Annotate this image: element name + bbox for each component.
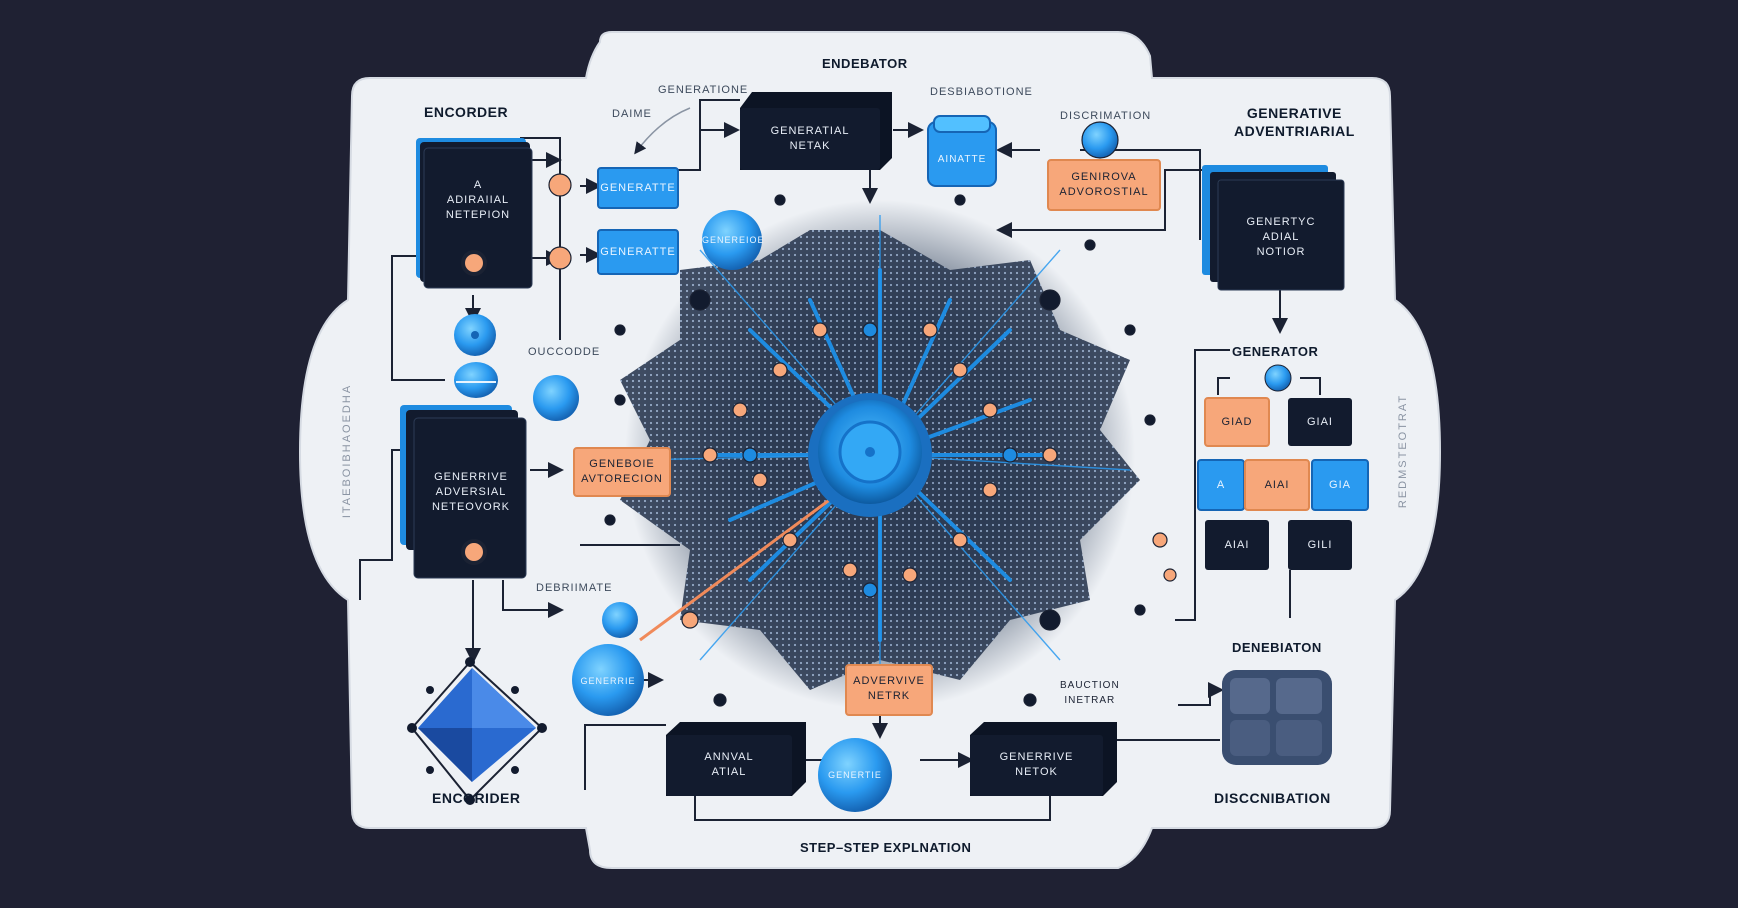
chip-2-text: GENERATTE — [600, 246, 676, 258]
grid-label-4: AIAI — [1264, 479, 1290, 491]
sphere-top-text: GENEREIOE — [702, 235, 765, 245]
right-box-line-3: NOTIOR — [1256, 246, 1306, 258]
right-title: GENERATIVE ADVENTRIARIAL — [1234, 104, 1355, 140]
diamond-graph — [407, 657, 547, 805]
sphere-bottom-text: GENERTIE — [828, 770, 882, 780]
bottom-left-box-line-1: ANNVAL — [704, 751, 754, 763]
encoder-top-label: ENCORDER — [424, 104, 509, 120]
generative-box-line-2: ADVERSIAL — [435, 486, 507, 498]
neural-burst — [620, 200, 1140, 710]
generative-box-line-1: GENERRIVE — [434, 471, 508, 483]
orange-left-line-1: GENEBOIE — [589, 458, 655, 470]
sphere-left-text: GENERRIE — [580, 676, 636, 686]
top-box-line-2: NETAK — [789, 140, 831, 152]
grid-label-7: GILI — [1307, 539, 1333, 551]
nodes — [548, 121, 1177, 707]
orange-top-line-2: ADVOROSTIAL — [1059, 186, 1149, 198]
top-title: ENDEBATOR — [822, 56, 908, 71]
bottom-title: STEP–STEP EXPLNATION — [800, 840, 972, 855]
generative-stack — [400, 405, 527, 579]
generator-label: GENERATOR — [1232, 344, 1319, 359]
connector-lines — [359, 99, 1321, 821]
top-box-text: GENERATIAL NETAK — [740, 124, 880, 154]
right-box-line-2: ADIAL — [1262, 231, 1300, 243]
encoder-stack-top — [416, 138, 533, 289]
orange-bottom-text: ADVERVIVE NETRK — [846, 674, 932, 704]
orange-left-line-2: AVTORECION — [581, 473, 663, 485]
bottom-right-box-line-2: NETOK — [1015, 766, 1058, 778]
note-discrimation: DISCRIMATION — [1060, 110, 1152, 122]
note-generative: GENERATIONE — [658, 84, 749, 96]
cube-stack — [1222, 670, 1332, 765]
orange-left-text: GENEBOIE AVTORECION — [574, 457, 670, 487]
encoder-box-line-2: ADIRAIIAL — [446, 194, 510, 206]
right-grid — [1197, 364, 1369, 570]
orange-top-line-1: GENIROVA — [1071, 171, 1137, 183]
note-ouccodde: OUCCODDE — [528, 346, 601, 358]
orange-top-text: GENIROVA ADVOROSTIAL — [1048, 170, 1160, 200]
left-spheres — [454, 210, 892, 812]
orange-bottom-line-1: ADVERVIVE — [853, 675, 925, 687]
note-bauction-line-1: BAUCTION — [1060, 680, 1120, 691]
encoder-box-line-1: A — [473, 179, 483, 191]
bottom-left-box-text: ANNVAL ATIAL — [666, 750, 792, 780]
note-desbiration: DESBIABOTIONE — [930, 86, 1033, 98]
grid-label-3: A — [1216, 479, 1226, 491]
grid-label-6: AIAI — [1224, 539, 1250, 551]
discrimination-label: DISCCNIBATION — [1214, 790, 1331, 806]
top-cube — [927, 115, 997, 187]
chip-1-text: GENERATTE — [600, 182, 676, 194]
generative-box-line-3: NETEOVORK — [431, 501, 511, 513]
grid-label-2: GIAI — [1306, 416, 1333, 428]
right-stack — [1202, 165, 1345, 291]
top-cube-text: AINATTE — [937, 154, 987, 165]
bottom-right-box-text: GENERRIVE NETOK — [970, 750, 1103, 780]
denebiaton-label: DENEBIATON — [1232, 640, 1322, 655]
encoder-box-line-3: NETEPION — [445, 209, 511, 221]
bottom-left-box-line-2: ATIAL — [711, 766, 747, 778]
grid-label-1: GIAD — [1221, 416, 1253, 428]
note-debrimate: DEBRIIMATE — [536, 582, 613, 594]
note-bauction: BAUCTION INETRAR — [1060, 678, 1120, 708]
right-title-line-2: ADVENTRIARIAL — [1234, 123, 1355, 139]
note-bauction-line-2: INETRAR — [1064, 695, 1116, 706]
grid-label-5: GIA — [1329, 479, 1351, 491]
top-network-box — [740, 92, 892, 170]
blue-chips — [597, 167, 679, 275]
left-side-text: ITAEBOIBHAOEDHA — [341, 383, 354, 519]
note-daime: DAIME — [612, 108, 652, 120]
orange-boxes — [573, 159, 1161, 716]
orange-bottom-line-2: NETRK — [867, 690, 911, 702]
right-side-text: REDMSTEOTRAT — [1397, 393, 1410, 509]
generative-box-text: GENERRIVE ADVERSIAL NETEOVORK — [416, 470, 526, 515]
right-title-line-1: GENERATIVE — [1246, 105, 1342, 121]
note-arrow — [634, 107, 691, 155]
encoder-box-text: A ADIRAIIAL NETEPION — [428, 178, 528, 223]
bottom-boxes — [666, 722, 1117, 796]
bottom-right-box-line-1: GENERRIVE — [999, 751, 1074, 763]
encoder-bottom-label: ENCORIDER — [432, 790, 521, 806]
right-box-line-1: GENERTYC — [1246, 216, 1316, 228]
top-box-line-1: GENERATIAL — [770, 125, 850, 137]
right-box-text: GENERTYC ADIAL NOTIOR — [1218, 215, 1344, 260]
